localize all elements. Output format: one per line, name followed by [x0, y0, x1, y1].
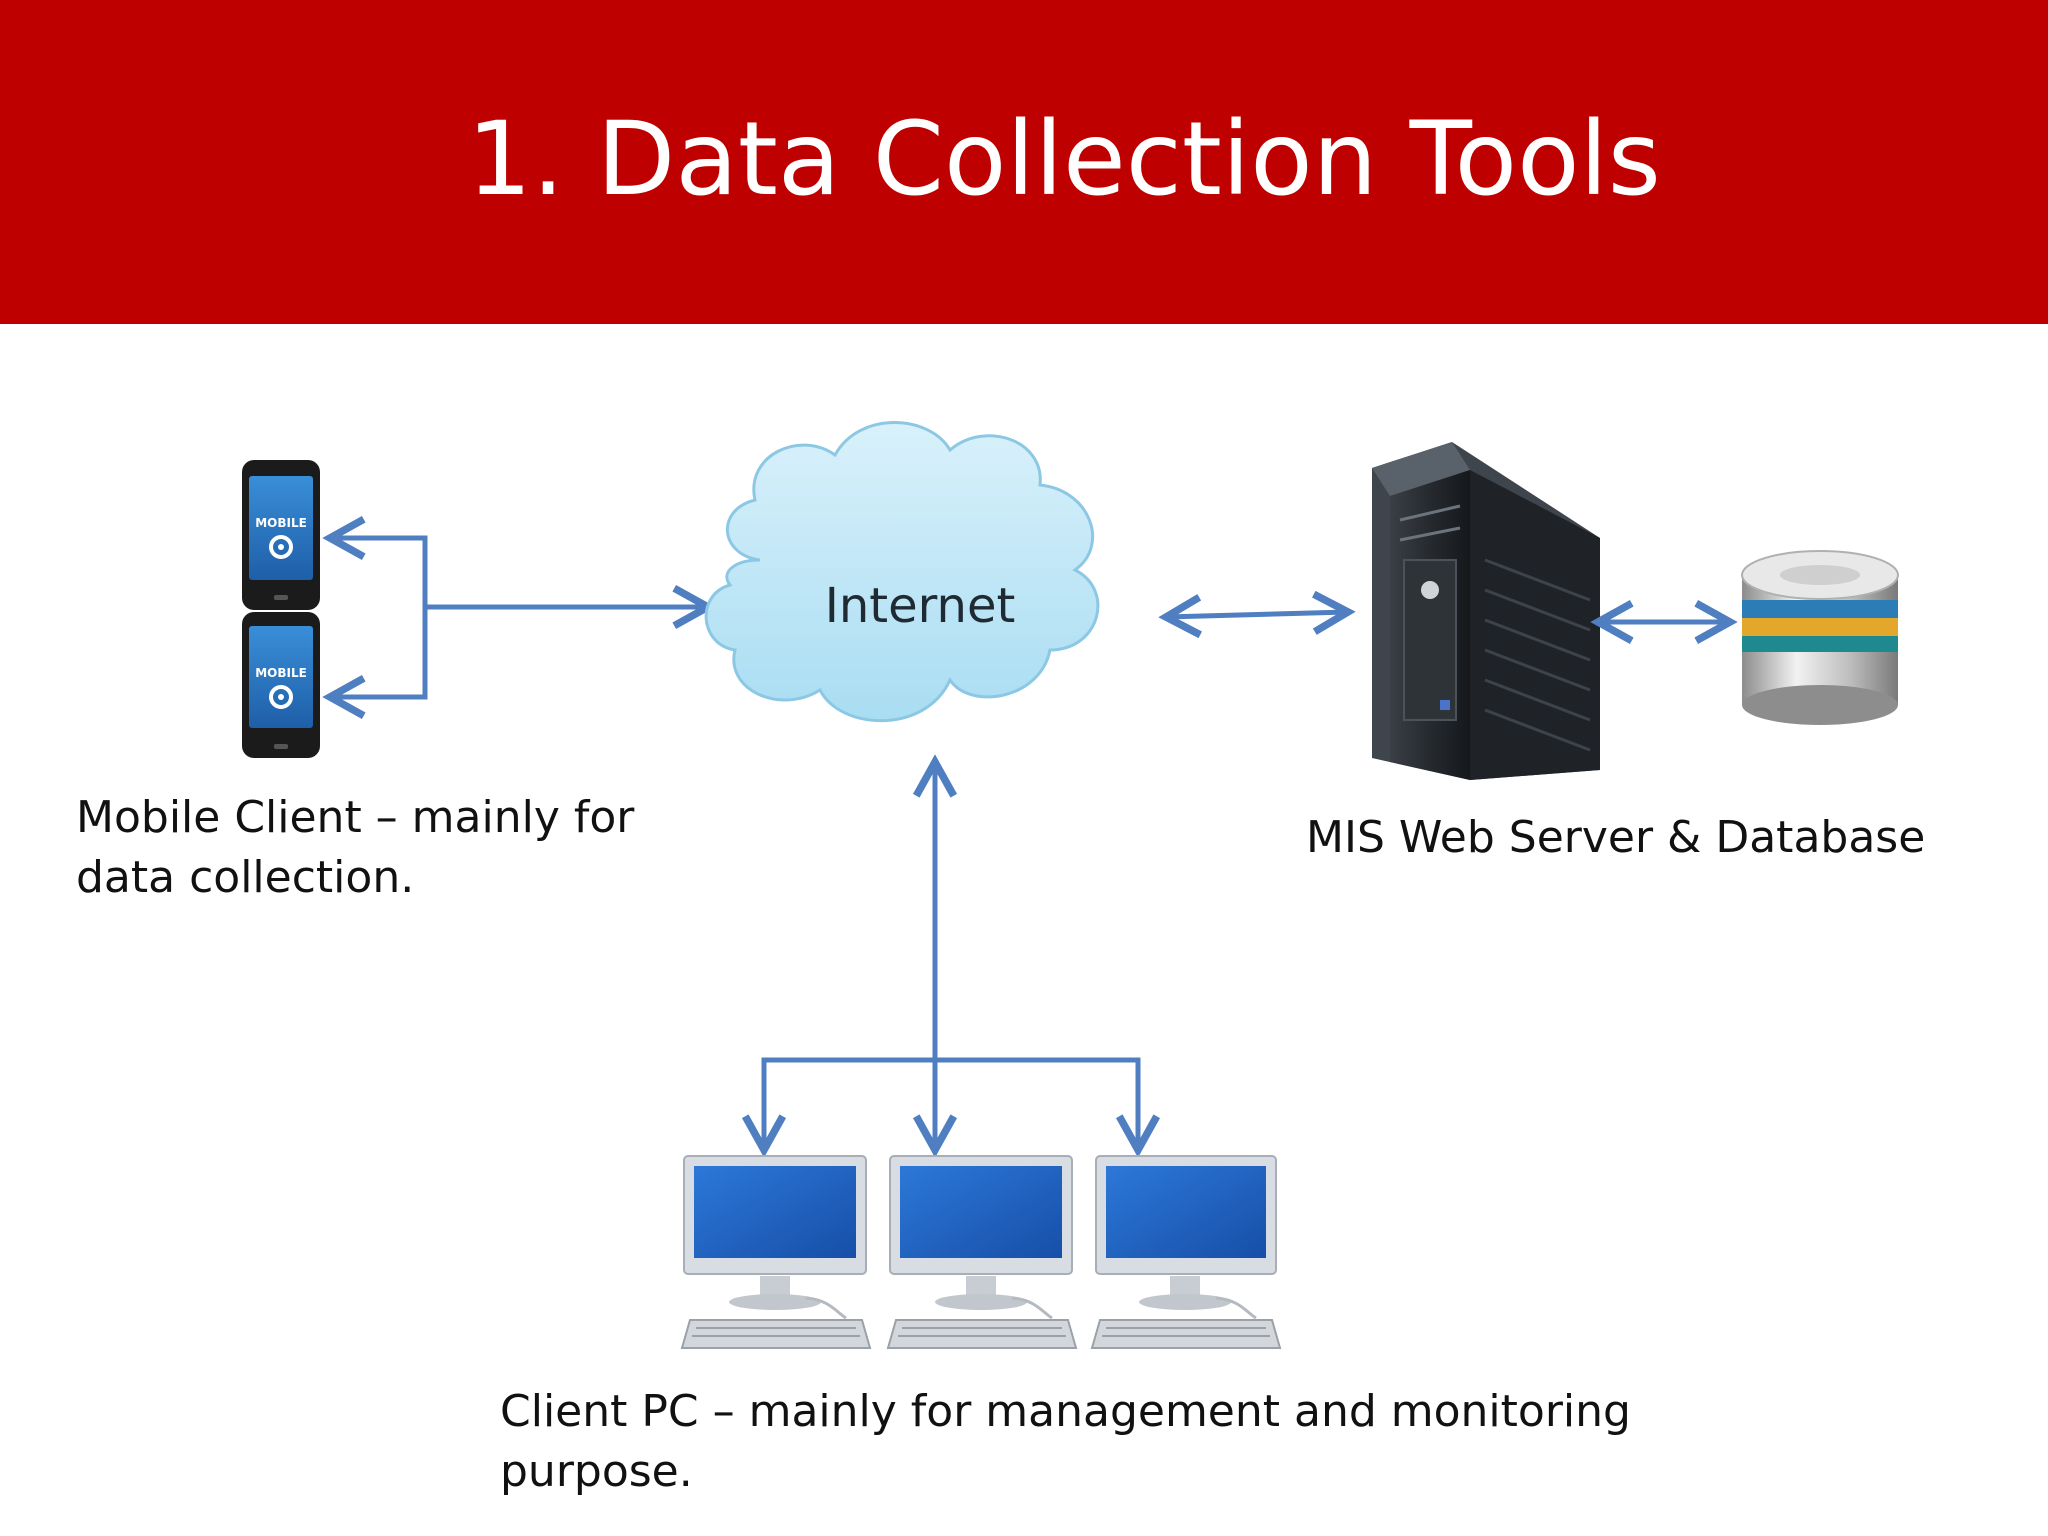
slide-title: 1. Data Collection Tools	[467, 100, 1661, 219]
desktop-computer-icon	[680, 1155, 872, 1349]
server-database-label: MIS Web Server & Database	[1306, 812, 1926, 863]
pc-connector	[764, 762, 1138, 1150]
client-pc-label: Client PC – mainly for management and mo…	[500, 1386, 1631, 1497]
mobile-connector	[330, 538, 708, 697]
smartphone-icon: MOBILE	[242, 460, 320, 610]
svg-text:MOBILE: MOBILE	[255, 666, 307, 680]
svg-text:MOBILE: MOBILE	[255, 516, 307, 530]
tower-server-icon	[1372, 442, 1600, 780]
cloud-label: Internet	[824, 578, 1016, 634]
desktop-computer-icon	[1090, 1155, 1282, 1349]
desktop-computer-icon	[886, 1155, 1078, 1349]
smartphone-icon: MOBILE	[242, 612, 320, 758]
cloud-server-connector	[1166, 612, 1348, 617]
title-banner	[0, 0, 2048, 324]
database-icon	[1741, 550, 1899, 725]
cloud-icon	[704, 421, 1100, 723]
mobile-client-label: Mobile Client – mainly for data collecti…	[76, 792, 635, 903]
